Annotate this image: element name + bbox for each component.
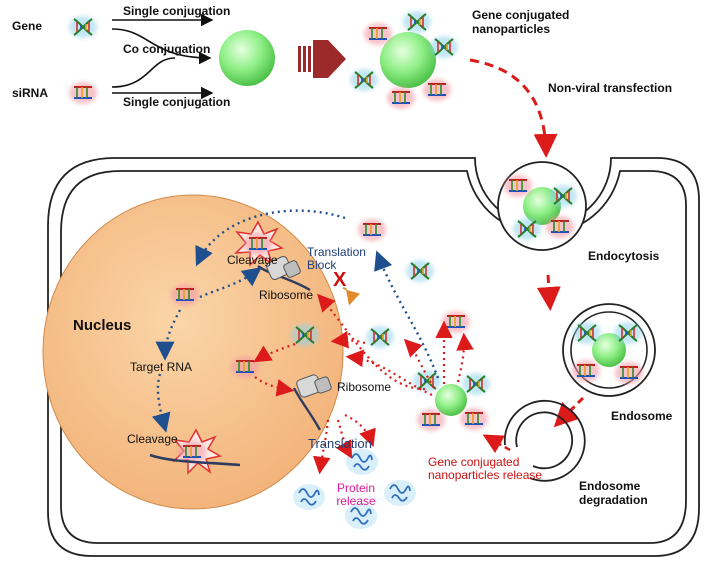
endocytosis-arrow xyxy=(536,274,561,311)
translation-label: Translation xyxy=(308,436,372,451)
nucleus-label: Nucleus xyxy=(73,317,132,334)
protein-release-label: Protein xyxy=(336,481,376,495)
protein-icon xyxy=(292,483,326,511)
blocked-translation-arrow xyxy=(342,287,360,306)
nanoparticle xyxy=(219,30,275,86)
gene-icon xyxy=(406,260,434,282)
big-arrow-icon xyxy=(298,40,346,78)
ribosome-label: Ribosome xyxy=(337,380,392,394)
endosome xyxy=(562,303,656,397)
endosome-degradation-label: degradation xyxy=(579,493,648,507)
block-x-mark: X xyxy=(333,269,347,291)
sirna-icon xyxy=(358,219,386,241)
endocytosis-vesicle xyxy=(497,161,587,251)
nucleus xyxy=(42,194,344,510)
release-label: Gene conjugated xyxy=(428,455,520,469)
transfection-arrow xyxy=(469,58,558,158)
sirna-pathway-arrows xyxy=(151,209,440,433)
sirna-icon xyxy=(69,82,97,104)
sirna-label: siRNA xyxy=(12,86,49,100)
endosome-label: Endosome xyxy=(611,409,673,423)
ribosome-label: Ribosome xyxy=(259,288,314,302)
release-label: nanoparticles release xyxy=(428,468,543,482)
gene-conjugated-nanoparticle xyxy=(350,11,458,109)
gene-label: Gene xyxy=(12,19,43,33)
protein-release-label: release xyxy=(336,494,376,508)
target-rna-label: Target RNA xyxy=(130,360,193,374)
ribosome-icon xyxy=(292,374,332,431)
ribosome-icon xyxy=(257,256,311,292)
released-nanoparticle xyxy=(413,370,490,431)
translation-block-label: Block xyxy=(307,258,337,272)
non-viral-transfection-label: Non-viral transfection xyxy=(548,81,673,95)
single-conjugation-top-label: Single conjugation xyxy=(123,4,231,18)
gene-icon xyxy=(366,326,394,348)
gene-conjugated-np-label: nanoparticles xyxy=(472,22,551,36)
sirna-icon xyxy=(442,311,470,333)
endosome-degradation-label: Endosome xyxy=(579,479,641,493)
protein-icon xyxy=(345,448,379,476)
endosome-degradation-shape xyxy=(503,399,586,482)
gene-icon xyxy=(291,324,319,346)
single-conjugation-bottom-label: Single conjugation xyxy=(123,95,231,109)
gene-icon xyxy=(69,16,97,38)
translation-block-label: Translation xyxy=(307,245,366,259)
target-rna-strand xyxy=(149,453,241,467)
release-arrow xyxy=(482,434,511,454)
co-conjugation-label: Co conjugation xyxy=(123,42,211,56)
sirna-icon xyxy=(178,441,206,463)
sirna-icon xyxy=(231,356,259,378)
conjugation-arrows xyxy=(111,13,214,100)
cleavage-label: Cleavage xyxy=(227,253,278,267)
gene-conjugated-np-label: Gene conjugated xyxy=(472,8,570,22)
sirna-icon xyxy=(244,233,272,255)
cleavage-label: Cleavage xyxy=(127,432,178,446)
protein-icon xyxy=(383,479,417,507)
gene-pathway-arrows xyxy=(253,293,474,475)
sirna-icon xyxy=(171,284,199,306)
endocytosis-label: Endocytosis xyxy=(588,249,660,263)
